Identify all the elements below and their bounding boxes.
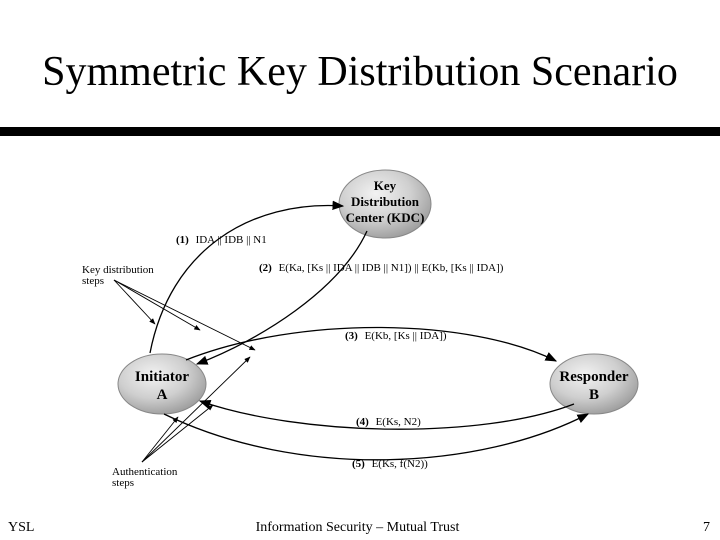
page-number: 7 [703,520,710,535]
auth-pointer-1 [141,356,251,463]
arrow-msg-3 [185,326,558,362]
authentication-label-2: steps [112,477,134,489]
msg-3-step: (3) [345,330,358,342]
arrow-msg-4 [198,400,575,430]
footer-author: YSL [8,520,35,535]
msg-4-label: (4) E(Ks, N2) [356,416,421,428]
responder-label-1: Responder [559,369,629,385]
msg-3-label: (3) E(Kb, [Ks || IDA]) [345,330,447,342]
kd-pointer-2 [113,279,201,331]
arrow-msg-2 [195,230,368,365]
msg-1-step: (1) [176,234,189,246]
initiator-label-2: A [157,387,168,403]
arrow-msg-1 [149,200,345,354]
key-distribution-label-2: steps [82,275,104,287]
msg-1-text: IDA || IDB || N1 [196,234,267,246]
initiator-node: Initiator A [117,353,207,415]
responder-label-2: B [589,387,599,403]
arrow-msg-5 [163,413,590,461]
initiator-label-1: Initiator [135,369,190,385]
auth-pointer-3 [141,416,179,463]
slide-title: Symmetric Key Distribution Scenario [42,49,678,95]
kdc-label-2: Distribution [351,194,420,209]
kdc-label-3: Center (KDC) [346,210,425,225]
kd-pointer-1 [113,279,156,325]
msg-2-label: (2) E(Ka, [Ks || IDA || IDB || N1]) || E… [259,262,504,274]
title-divider [0,127,720,136]
msg-5-text: E(Ks, f(N2)) [372,458,429,470]
kdc-label-1: Key [374,178,397,193]
msg-1-label: (1) IDA || IDB || N1 [176,234,267,246]
msg-2-step: (2) [259,262,272,274]
msg-4-step: (4) [356,416,369,428]
responder-node: Responder B [549,353,639,415]
authentication-label-1: Authentication [112,466,178,478]
kdc-node: Key Distribution Center (KDC) [338,169,432,239]
msg-4-text: E(Ks, N2) [376,416,422,428]
footer-course: Information Security – Mutual Trust [255,520,460,535]
key-distribution-label-1: Key distribution [82,264,154,276]
msg-3-text: E(Kb, [Ks || IDA]) [365,330,447,342]
msg-2-text: E(Ka, [Ks || IDA || IDB || N1]) || E(Kb,… [279,262,504,274]
msg-5-label: (5) E(Ks, f(N2)) [352,458,428,470]
kd-pointer-3 [113,279,256,351]
auth-pointer-2 [141,404,214,463]
msg-5-step: (5) [352,458,365,470]
